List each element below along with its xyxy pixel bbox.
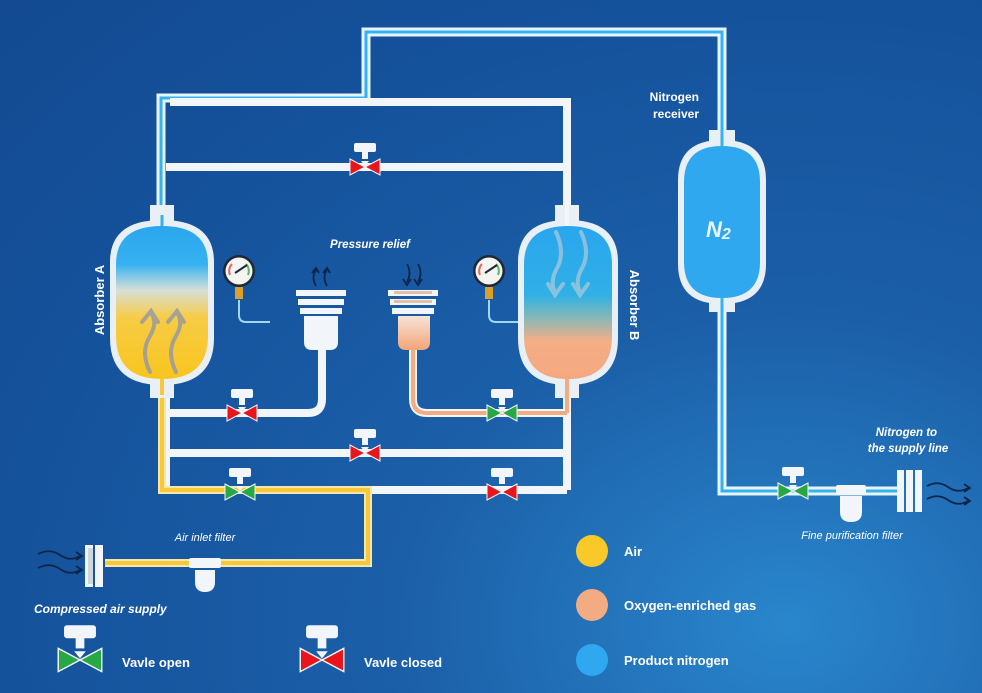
- legend-valve-closed-label: Vavle closed: [364, 655, 442, 670]
- valve-open-icon: [57, 625, 103, 673]
- valve-nitrogen-outlet[interactable]: [777, 467, 809, 500]
- legend: Vavle open Vavle closed AirOxygen-enrich…: [57, 535, 756, 676]
- valve-top-bridge[interactable]: [349, 143, 381, 176]
- legend-label-oxygen_enriched: Oxygen-enriched gas: [624, 598, 756, 613]
- downflow-arrows-icon: [546, 230, 590, 299]
- oxygen_enriched-swatch-icon: [576, 589, 608, 621]
- nitrogen-swatch-icon: [576, 644, 608, 676]
- pressure-gauge-a-icon[interactable]: [223, 255, 255, 299]
- valve-closed-icon: [299, 625, 345, 673]
- legend-item-oxygen_enriched: Oxygen-enriched gas: [576, 589, 756, 621]
- exhaust-out-arrows-icon: [311, 266, 331, 287]
- fine-purification-filter-label: Fine purification filter: [801, 530, 904, 542]
- legend-item-air: Air: [576, 535, 642, 567]
- legend-valve-closed: Vavle closed: [299, 625, 442, 673]
- nitrogen-to-supply-label: Nitrogen to the supply line: [868, 427, 949, 455]
- absorber-b-label: Absorber B: [627, 270, 642, 341]
- legend-label-air: Air: [624, 544, 642, 559]
- air-swatch-icon: [576, 535, 608, 567]
- absorber-b[interactable]: [518, 200, 618, 413]
- nitrogen-out-arrows-icon: [926, 482, 972, 506]
- legend-item-nitrogen: Product nitrogen: [576, 644, 729, 676]
- intake-in-arrows-icon: [402, 263, 423, 287]
- valve-a-exhaust[interactable]: [226, 389, 258, 422]
- valve-a-inlet[interactable]: [224, 468, 256, 501]
- air-inlet-filter[interactable]: [189, 558, 221, 592]
- compressed-air-supply-label: Compressed air supply: [34, 602, 168, 616]
- air-inlet-filter-label: Air inlet filter: [174, 532, 237, 544]
- valves-layer: [224, 143, 809, 501]
- fine-purification-filter[interactable]: [836, 485, 866, 522]
- valve-b-exhaust[interactable]: [486, 389, 518, 422]
- pressure-relief-label: Pressure relief: [330, 239, 411, 251]
- nitrogen-receiver-label: Nitrogen receiver: [650, 90, 703, 121]
- valve-middle-bridge[interactable]: [349, 429, 381, 462]
- air-in-arrows-icon: [37, 550, 84, 575]
- absorber-a[interactable]: [110, 205, 214, 398]
- legend-valve-open-label: Vavle open: [122, 655, 190, 670]
- nitrogen-receiver[interactable]: N2: [678, 130, 766, 312]
- valve-b-inlet[interactable]: [486, 468, 518, 501]
- silencer-left[interactable]: [296, 266, 346, 350]
- silencer-right[interactable]: [388, 263, 438, 350]
- pressure-gauge-b-icon[interactable]: [473, 255, 505, 299]
- nitrogen-outlet-coupling[interactable]: [897, 470, 922, 512]
- absorber-a-label: Absorber A: [92, 264, 107, 335]
- air-inlet-coupling[interactable]: [85, 545, 103, 587]
- legend-valve-open: Vavle open: [57, 625, 190, 673]
- upflow-arrows-icon: [140, 307, 186, 374]
- n2-symbol: N2: [706, 217, 731, 243]
- legend-label-nitrogen: Product nitrogen: [624, 653, 729, 668]
